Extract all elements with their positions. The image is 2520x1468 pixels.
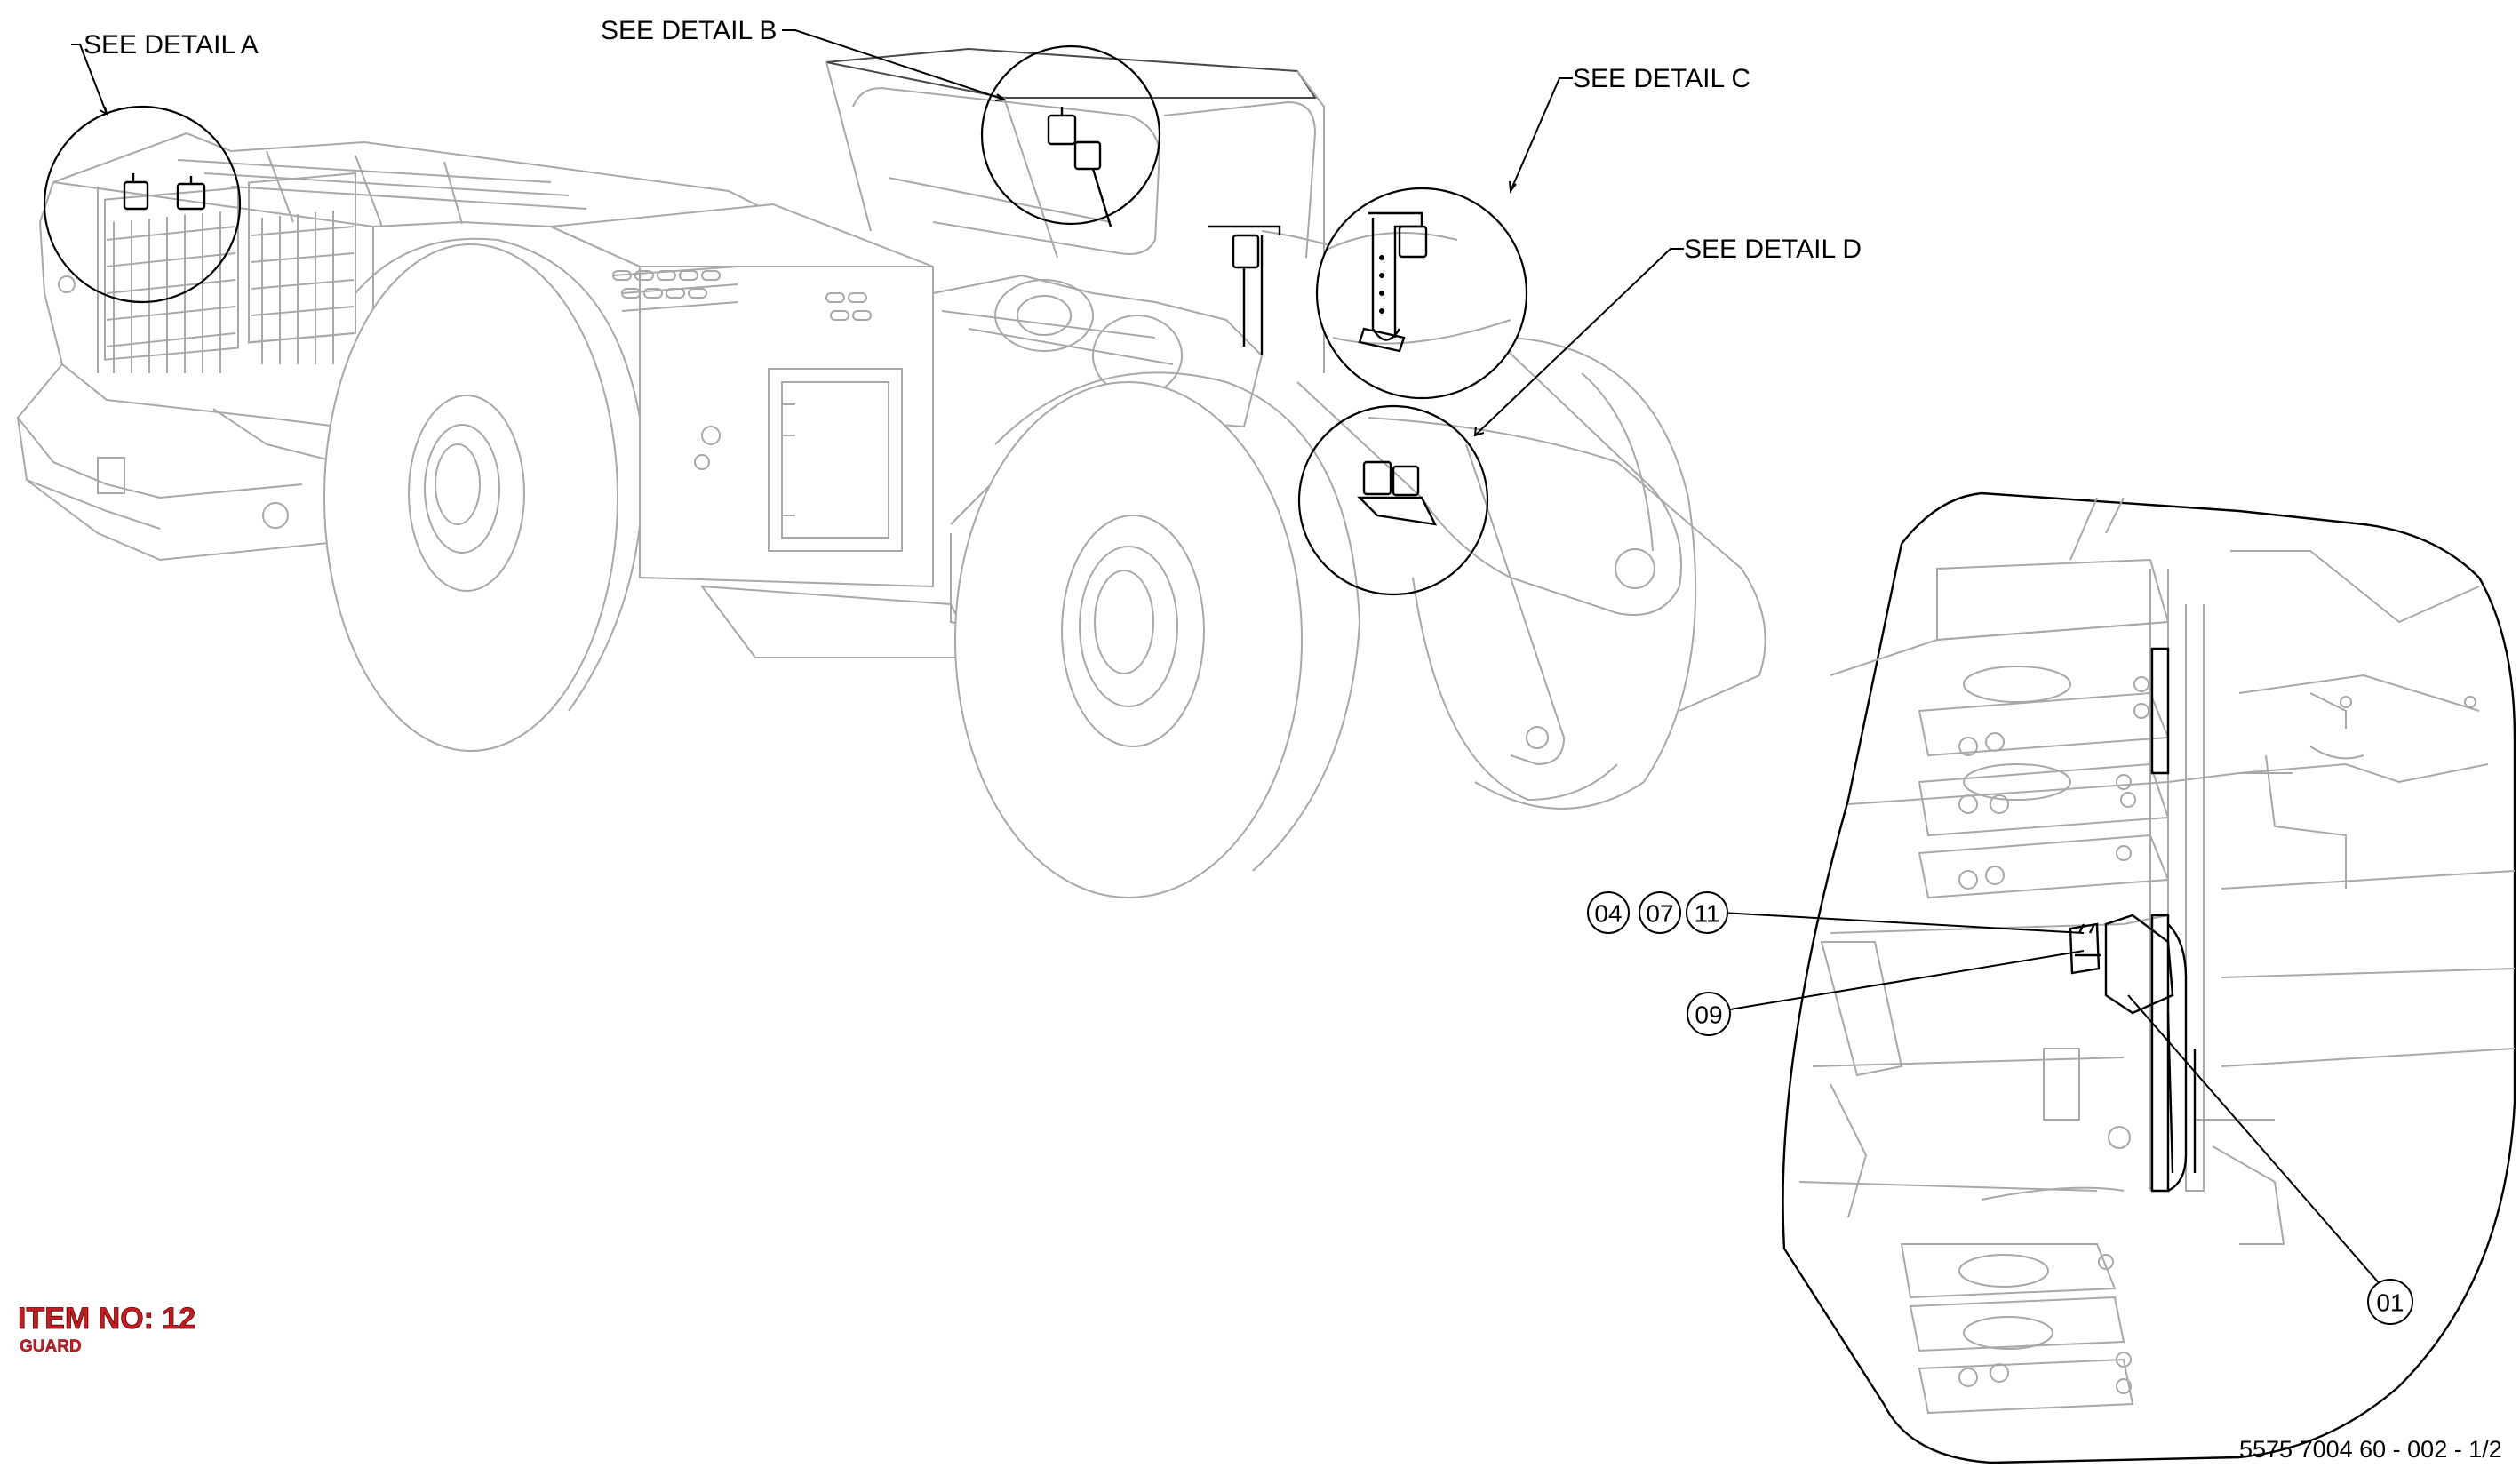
balloon-leaders [1720, 912, 2382, 1287]
detail-structure [1798, 497, 2516, 1415]
balloon-11-label: 11 [1694, 900, 1719, 928]
highlighted-guards [123, 107, 1438, 526]
balloon-04-label: 04 [1594, 900, 1622, 928]
balloon-11: 11 [1686, 891, 1728, 934]
detail-bolts [1958, 676, 2149, 1394]
item-number-title: ITEM NO: 12 [18, 1302, 195, 1336]
callout-detail-d: SEE DETAIL D [1684, 235, 1862, 264]
detail-view [1782, 491, 2516, 1464]
loader-machine-drawing [16, 47, 1766, 898]
balloon-01: 01 [2367, 1279, 2413, 1325]
callout-detail-c: SEE DETAIL C [1573, 64, 1750, 93]
callout-detail-a: SEE DETAIL A [84, 30, 259, 60]
balloon-09: 09 [1687, 992, 1731, 1036]
right-rear-wheel [1412, 337, 1697, 810]
detail-circle-c [1315, 187, 1528, 400]
balloon-07-label: 07 [1646, 900, 1673, 928]
callout-leaders [71, 29, 1684, 437]
vent-slots [612, 270, 872, 321]
detail-guard-highlight [2069, 647, 2197, 1193]
balloon-09-label: 09 [1695, 1001, 1722, 1029]
detail-circle-b [980, 44, 1161, 226]
center-body-box [547, 203, 979, 658]
detail-circle-d [1297, 404, 1489, 596]
document-number: 5575 7004 60 - 002 - 1/2 [2239, 1436, 2502, 1463]
rear-grille [104, 172, 356, 373]
balloon-01-label: 01 [2376, 1289, 2404, 1317]
bucket-outline [1368, 417, 1766, 712]
rear-chassis [16, 132, 792, 562]
item-name-subtitle: GUARD [20, 1337, 82, 1356]
balloon-04: 04 [1587, 891, 1630, 934]
detail-circle-a [43, 105, 242, 304]
balloon-07: 07 [1639, 891, 1681, 934]
callout-detail-b: SEE DETAIL B [601, 16, 777, 45]
front-wheel [954, 371, 1361, 898]
rear-wheel [323, 237, 644, 752]
